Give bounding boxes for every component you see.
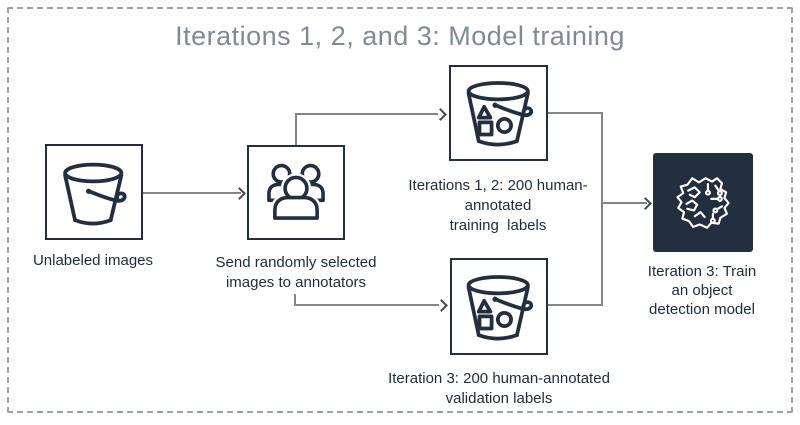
connector-annotators-down xyxy=(294,294,296,306)
ml-model-brain-icon xyxy=(670,170,736,236)
diagram-title: Iterations 1, 2, and 3: Model training xyxy=(175,21,625,51)
label-validation-labels: Iteration 3: 200 human-annotated validat… xyxy=(369,369,629,409)
label-line: Iteration 3: Train xyxy=(647,263,757,280)
connector-training-out xyxy=(548,112,603,114)
node-annotators xyxy=(247,145,345,240)
label-line: an object xyxy=(671,282,733,299)
s3-bucket-objects-icon xyxy=(460,268,538,346)
dashed-frame xyxy=(7,7,793,413)
node-validation-labels xyxy=(450,258,548,355)
label-line: training labels xyxy=(449,217,547,234)
connector-merge-to-model xyxy=(601,202,647,204)
label-line: images to annotators xyxy=(225,274,367,291)
label-annotators: Send randomly selected images to annotat… xyxy=(196,253,396,293)
label-line: validation labels xyxy=(445,390,553,407)
label-unlabeled-images: Unlabeled images xyxy=(0,251,193,271)
s3-bucket-icon xyxy=(56,154,132,230)
label-train-model: Iteration 3: Train an object detection m… xyxy=(622,262,782,319)
node-unlabeled-images xyxy=(45,144,143,240)
node-train-model xyxy=(653,153,753,252)
s3-bucket-objects-icon xyxy=(460,74,538,152)
connector-annotators-to-training xyxy=(295,113,438,115)
label-line: Iterations 1, 2: 200 human- xyxy=(408,177,588,194)
connector-annotators-up xyxy=(295,114,297,145)
label-line: Iteration 3: 200 human-annotated xyxy=(388,370,610,387)
label-line: Unlabeled images xyxy=(32,252,154,269)
connector-unlabeled-to-annotators xyxy=(143,192,241,194)
label-line: detection model xyxy=(649,301,755,318)
connector-validation-out xyxy=(548,304,603,306)
label-line: annotated xyxy=(464,197,532,214)
connector-merge-vertical xyxy=(601,112,603,306)
node-training-labels xyxy=(449,65,548,161)
connector-annotators-to-validation xyxy=(294,304,439,306)
users-icon xyxy=(263,160,329,226)
label-training-labels: Iterations 1, 2: 200 human- annotated tr… xyxy=(368,176,628,236)
label-line: Send randomly selected xyxy=(215,254,377,271)
